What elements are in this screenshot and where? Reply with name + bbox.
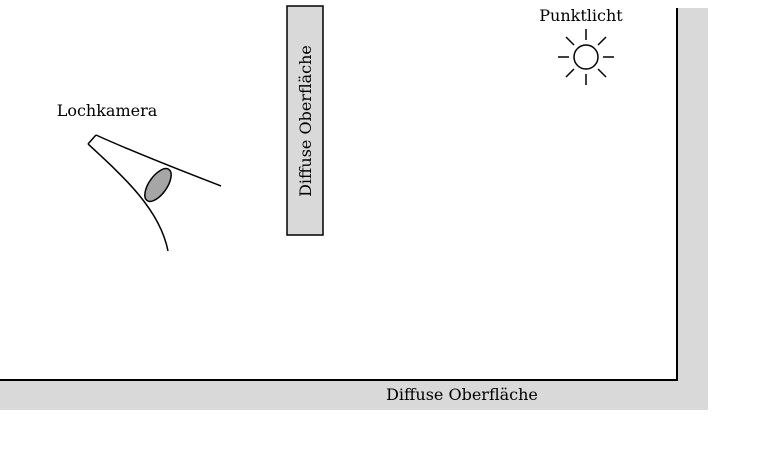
wall-edge-line bbox=[0, 8, 678, 381]
pinhole-camera-icon bbox=[87, 134, 222, 252]
camera-lower-edge bbox=[87, 143, 169, 252]
camera-lens bbox=[144, 167, 172, 203]
camera-back-plate bbox=[87, 134, 97, 145]
light-label: Punktlicht bbox=[539, 6, 623, 25]
sun-icon bbox=[558, 29, 614, 85]
wall-shadow bbox=[0, 8, 708, 410]
diffuse-panel: Diffuse Oberfläche bbox=[286, 5, 324, 236]
camera-label: Lochkamera bbox=[57, 101, 158, 120]
camera-upper-edge bbox=[95, 134, 222, 187]
panel-surface-label: Diffuse Oberfläche bbox=[296, 45, 315, 197]
room-wall bbox=[0, 8, 708, 410]
diffuse-panel-rect bbox=[286, 5, 324, 236]
floor-surface-label: Diffuse Oberfläche bbox=[386, 385, 538, 404]
